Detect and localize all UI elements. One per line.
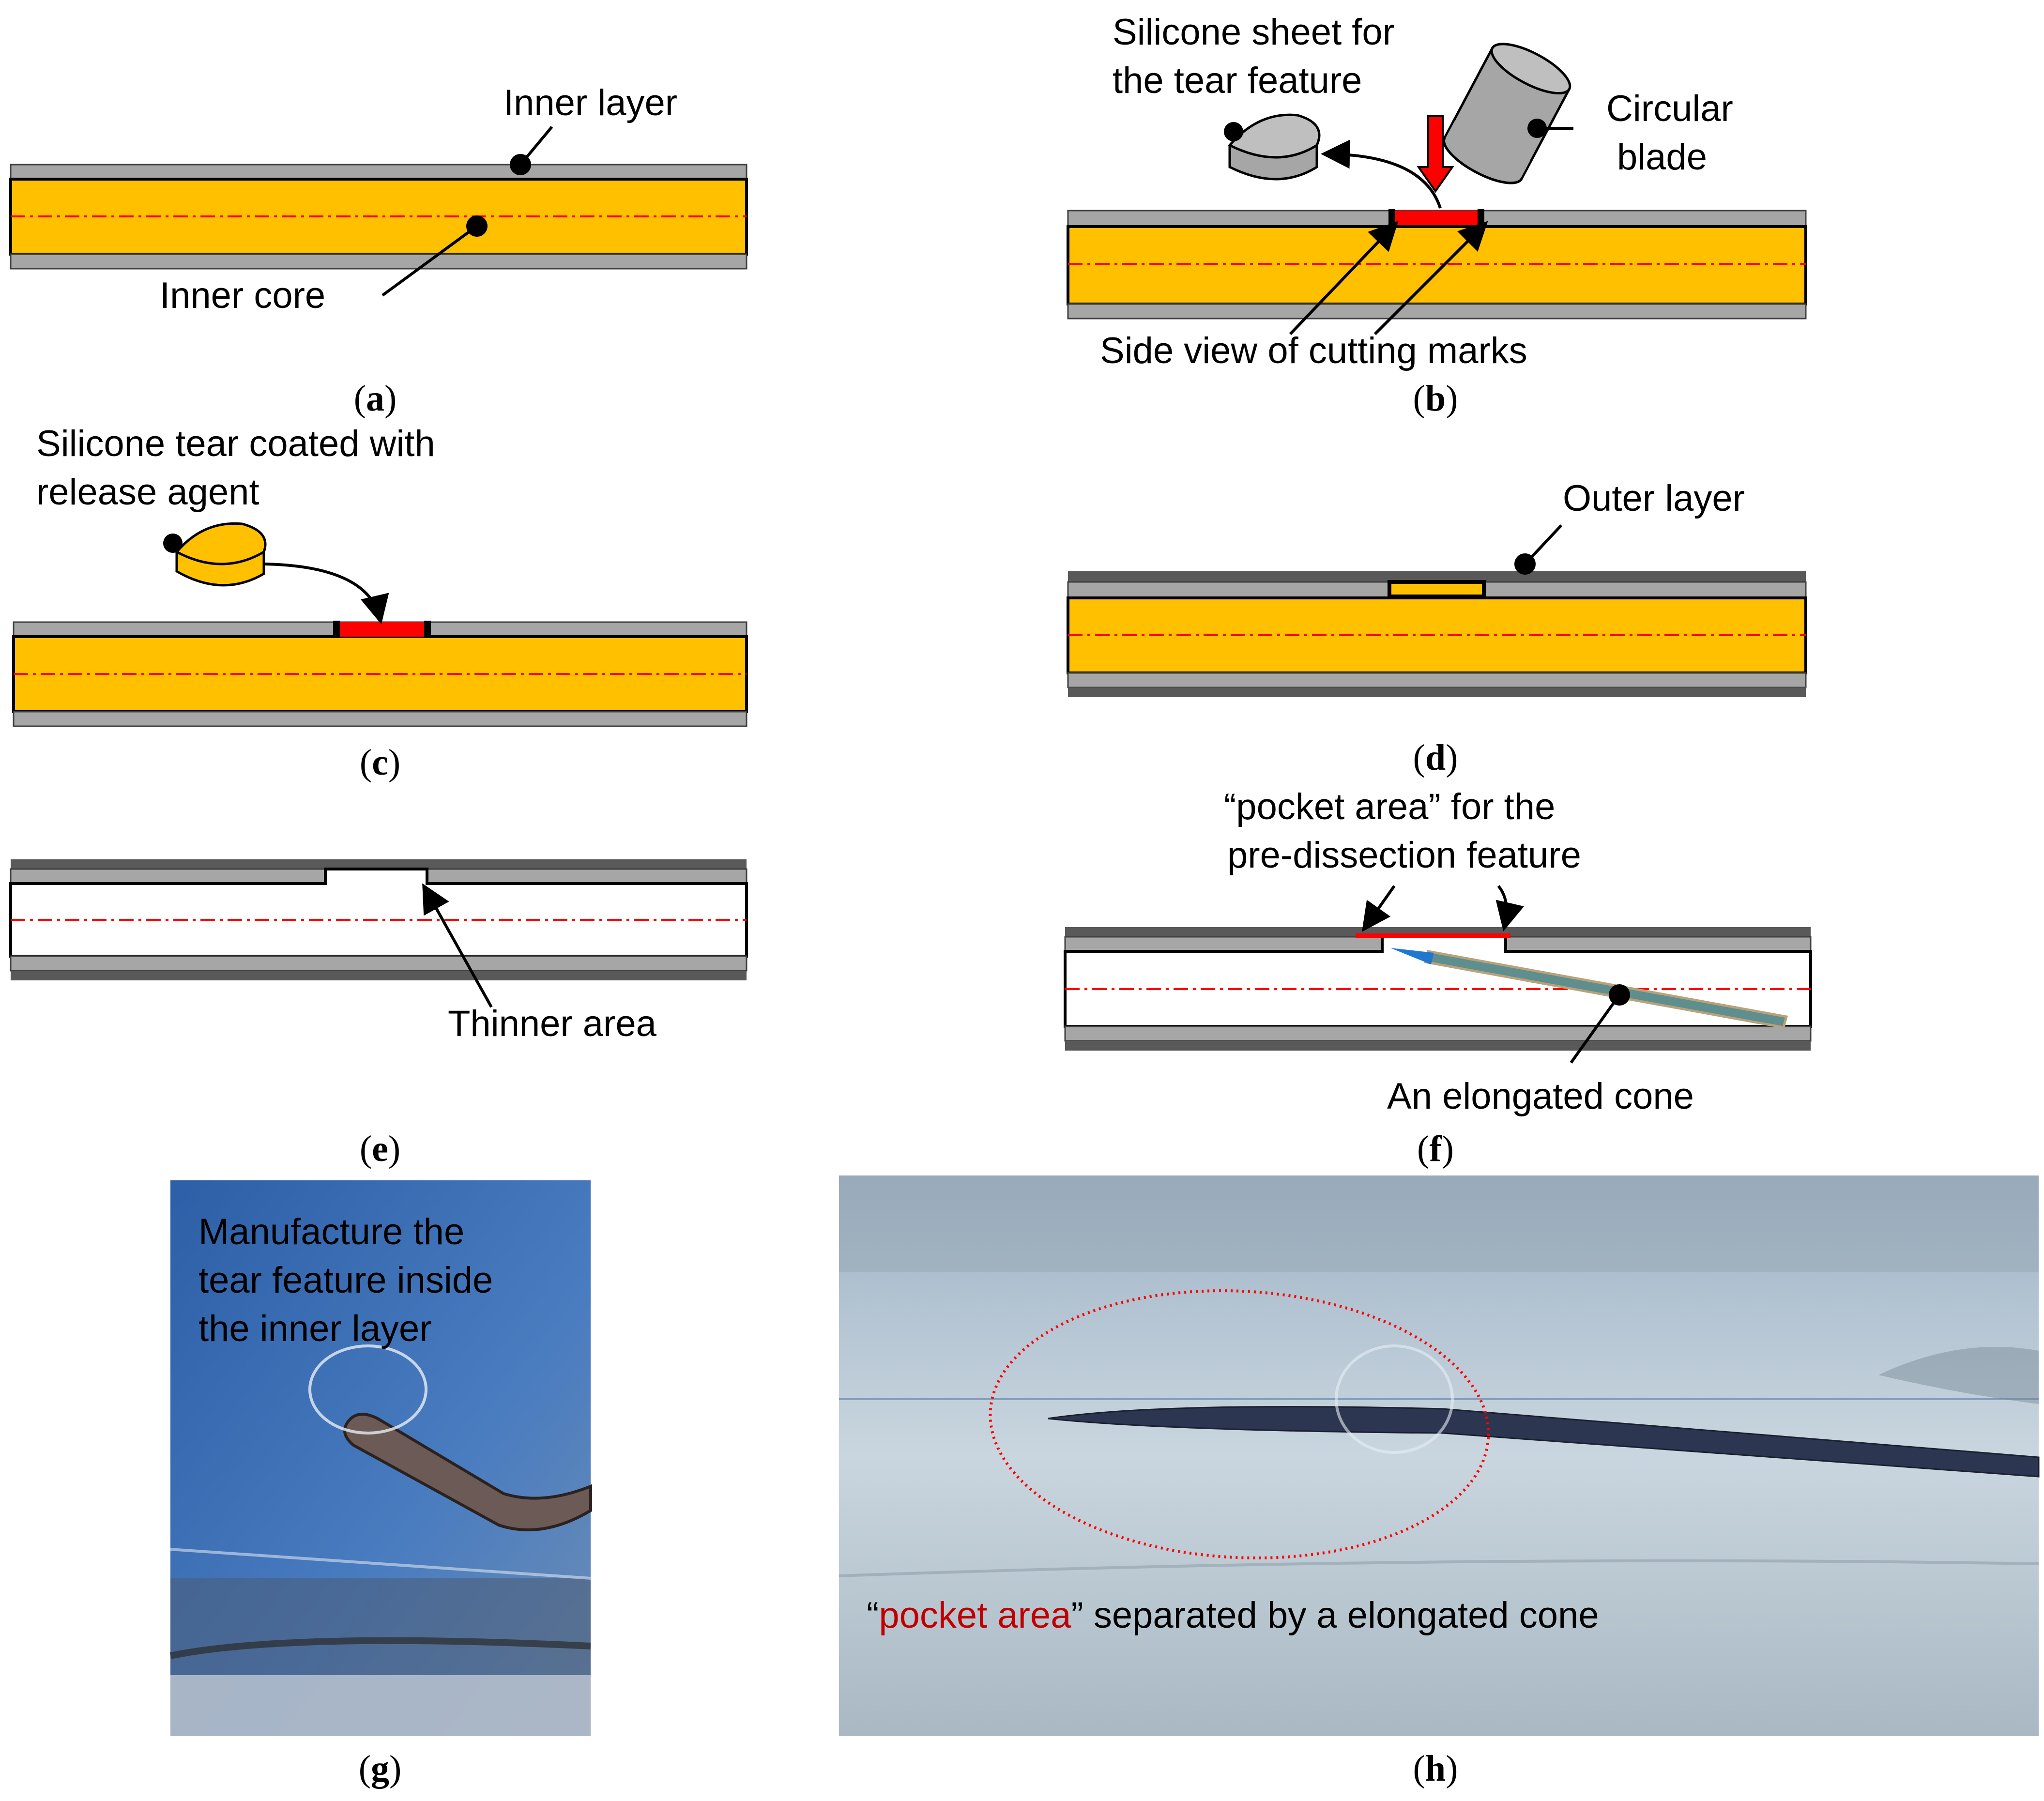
photo-h-label: “pocket area” separated by a elongated c… — [867, 1595, 1599, 1636]
cut-mark-right — [424, 621, 431, 638]
thinner-area-arrow — [422, 883, 493, 1008]
caption-h: (h) — [1413, 1748, 1458, 1789]
tear-bubble-icon — [308, 1344, 427, 1435]
caption-f: (f) — [1417, 1129, 1454, 1169]
cut-mark-arrow-right — [1373, 221, 1488, 336]
outer-layer-top — [1068, 571, 1806, 582]
thinner-area-label: Thinner area — [448, 1003, 657, 1044]
caption-g: (g) — [359, 1748, 402, 1789]
inner-layer-bottom — [1064, 1025, 1812, 1042]
outer-layer-bottom — [1065, 1041, 1811, 1051]
caption-c: (c) — [360, 742, 400, 783]
outer-layer-bottom — [11, 971, 747, 980]
outer-layer-label: Outer layer — [1563, 478, 1745, 519]
cone-tip-icon — [1390, 948, 1434, 964]
inner-core — [1067, 225, 1807, 305]
press-arrow-icon — [1417, 115, 1454, 193]
sheet-dot — [1224, 122, 1243, 141]
panel-f: An elongated cone “pocket area” for the … — [1064, 786, 1812, 1169]
pocket-arrow-left — [1362, 885, 1396, 932]
inner-layer-label: Inner layer — [503, 82, 677, 123]
panel-e: Thinner area (e) — [9, 859, 748, 1169]
embedded-tear — [1388, 580, 1486, 598]
photo-g-label-line1: Manufacture the — [198, 1211, 464, 1252]
cut-mark-right — [1478, 209, 1484, 227]
pocket-label-line2: pre-dissection feature — [1227, 835, 1581, 876]
panel-b: Circular blade Silicone sheet for the te… — [1067, 12, 1807, 419]
silicone-tear-icon — [175, 522, 267, 587]
outer-layer-bottom — [1068, 687, 1806, 697]
pocket-region — [334, 622, 431, 637]
tear-insert-arrow — [265, 563, 389, 625]
cut-mark-left — [333, 621, 340, 638]
cut-mark-arrow-left — [1289, 221, 1399, 336]
inner-layer-leader — [519, 126, 553, 166]
panel-a: Inner layer Inner core (a) — [9, 82, 748, 419]
inner-layer-bottom — [10, 955, 747, 972]
caption-a: (a) — [354, 378, 397, 419]
lumen — [9, 868, 748, 958]
panel-c: Silicone tear coated with release agent … — [12, 423, 748, 783]
inner-layer-bottom — [1067, 672, 1807, 688]
tear-label-line1: Silicone tear coated with — [36, 423, 435, 464]
needle-icon — [1048, 1406, 2040, 1478]
inner-layer-bottom — [10, 253, 747, 270]
photo-g-label-line3: the inner layer — [198, 1308, 432, 1349]
pocket-arrow-right — [1495, 885, 1525, 931]
sheet-remove-arrow — [1321, 139, 1442, 209]
photo-g-label-line2: tear feature inside — [198, 1260, 493, 1301]
pocket-label-line1: “pocket area” for the — [1224, 786, 1555, 827]
cutting-marks-label: Side view of cutting marks — [1100, 330, 1527, 371]
cut-region — [1388, 211, 1480, 225]
inner-core-leader — [381, 225, 478, 297]
inner-layer-top — [10, 164, 747, 180]
inner-core-label: Inner core — [160, 275, 325, 316]
blade-label-line1: Circular — [1606, 88, 1733, 129]
panel-g: Manufacture the tear feature inside the … — [169, 1180, 592, 1789]
caption-b: (b) — [1413, 378, 1458, 419]
silicone-sheet-icon — [1228, 113, 1321, 181]
sheet-label-line2: the tear feature — [1113, 60, 1362, 101]
outer-layer-top — [1065, 927, 1811, 937]
inner-layer-bottom — [1067, 303, 1807, 320]
cut-mark-left — [1388, 209, 1395, 227]
outer-layer-top — [11, 859, 747, 869]
inner-layer-bottom — [13, 711, 747, 727]
panel-h: “pocket area” separated by a elongated c… — [839, 1175, 2040, 1789]
caption-d: (d) — [1413, 737, 1458, 778]
outer-layer-leader — [1524, 524, 1563, 565]
cone-label: An elongated cone — [1387, 1076, 1694, 1117]
caption-e: (e) — [360, 1129, 400, 1169]
circular-blade-icon — [1442, 43, 1571, 184]
tool-icon — [343, 1413, 592, 1531]
sheet-label-line1: Silicone sheet for — [1113, 12, 1395, 53]
pocket-area-outline — [989, 1289, 1490, 1559]
tear-label-line2: release agent — [36, 472, 259, 513]
panel-d: Outer layer (d) — [1067, 478, 1807, 778]
blade-label-line2: blade — [1617, 137, 1707, 178]
tear-dot — [163, 534, 183, 553]
cone-leader — [1570, 994, 1621, 1064]
pocket-area-line — [1356, 933, 1510, 938]
